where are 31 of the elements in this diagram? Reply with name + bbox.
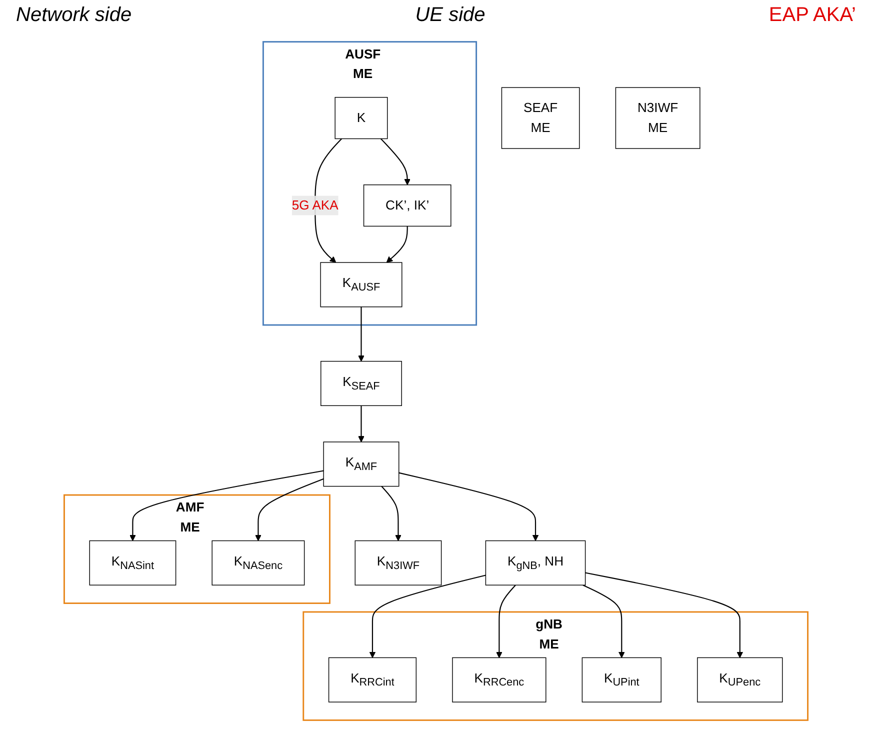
node-box: K$_{AMF}$ bbox=[323, 442, 400, 487]
arrow bbox=[130, 470, 324, 542]
node-box: K$_{UPenc}$ bbox=[697, 657, 783, 702]
arrow bbox=[381, 486, 402, 542]
node-box: K$_{RRCint}$ bbox=[328, 657, 417, 702]
edge-label: 5G AKA bbox=[292, 198, 338, 212]
node-box: K$_{gNB}$, NH bbox=[485, 540, 586, 586]
method-note: EAP AKA’ bbox=[768, 4, 856, 28]
node-box: K$_{UPint}$ bbox=[582, 657, 662, 702]
arrow bbox=[386, 226, 408, 263]
arrow bbox=[380, 138, 411, 186]
arrow bbox=[496, 584, 516, 658]
node-box: K$_{AUSF}$ bbox=[320, 262, 402, 308]
arrow bbox=[398, 472, 539, 542]
node-box: K$_{NASenc}$ bbox=[212, 540, 305, 586]
arrow bbox=[358, 306, 364, 362]
node-box: N3IWF ME bbox=[615, 87, 700, 149]
node-box: K$_{SEAF}$ bbox=[320, 360, 402, 406]
arrow bbox=[255, 478, 324, 542]
node-box: K$_{RRCenc}$ bbox=[452, 657, 546, 702]
side-label: UE side bbox=[415, 4, 486, 28]
node-box: K$_{NASint}$ bbox=[89, 540, 176, 586]
node-box: SEAF ME bbox=[501, 87, 580, 149]
arrow bbox=[358, 406, 364, 442]
node-box: K bbox=[334, 96, 388, 140]
arrow bbox=[585, 572, 744, 658]
side-label: Network side bbox=[16, 4, 132, 28]
arrow bbox=[369, 574, 486, 658]
node-box: K$_{N3IWF}$ bbox=[354, 540, 442, 586]
node-box: CK’, IK’ bbox=[363, 184, 452, 227]
arrow bbox=[582, 584, 625, 658]
